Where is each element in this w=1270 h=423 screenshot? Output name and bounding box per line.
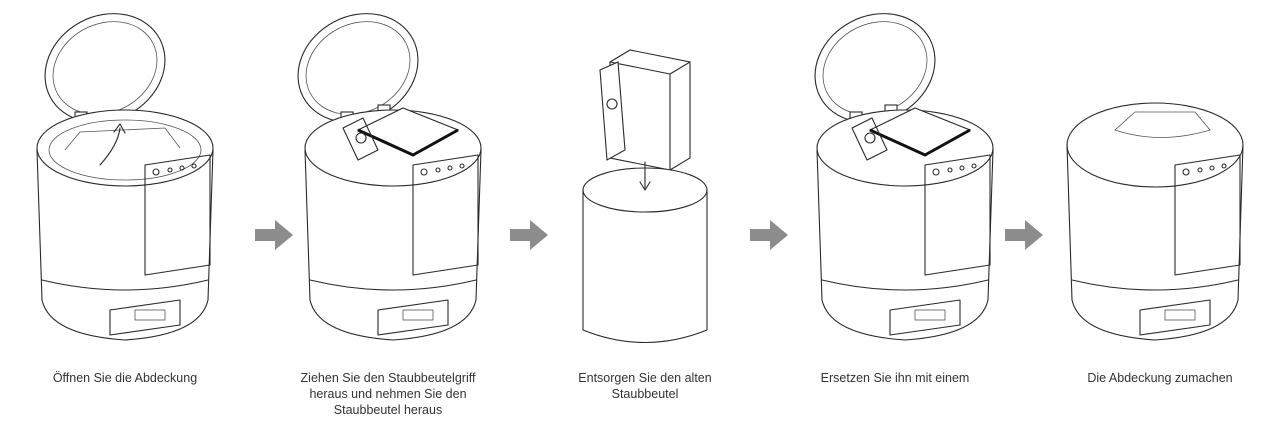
step-3-illustration — [582, 49, 708, 344]
step-4-illustration — [814, 13, 994, 341]
arrow-right-icon — [1005, 220, 1043, 250]
step-2-caption: Ziehen Sie den Staubbeutelgriff heraus u… — [300, 371, 476, 417]
step-2-illustration — [297, 13, 482, 341]
step-3-caption: Entsorgen Sie den alten Staubbeutel — [578, 371, 712, 401]
step-5-caption: Die Abdeckung zumachen — [1087, 371, 1233, 385]
step-4-caption: Ersetzen Sie ihn mit einem — [820, 371, 970, 385]
step-5-illustration — [1066, 102, 1244, 341]
arrow-right-icon — [750, 220, 788, 250]
arrow-right-icon — [510, 220, 548, 250]
step-1-illustration — [36, 13, 214, 341]
step-1-caption: Öffnen Sie die Abdeckung — [52, 371, 198, 385]
arrow-right-icon — [255, 220, 293, 250]
